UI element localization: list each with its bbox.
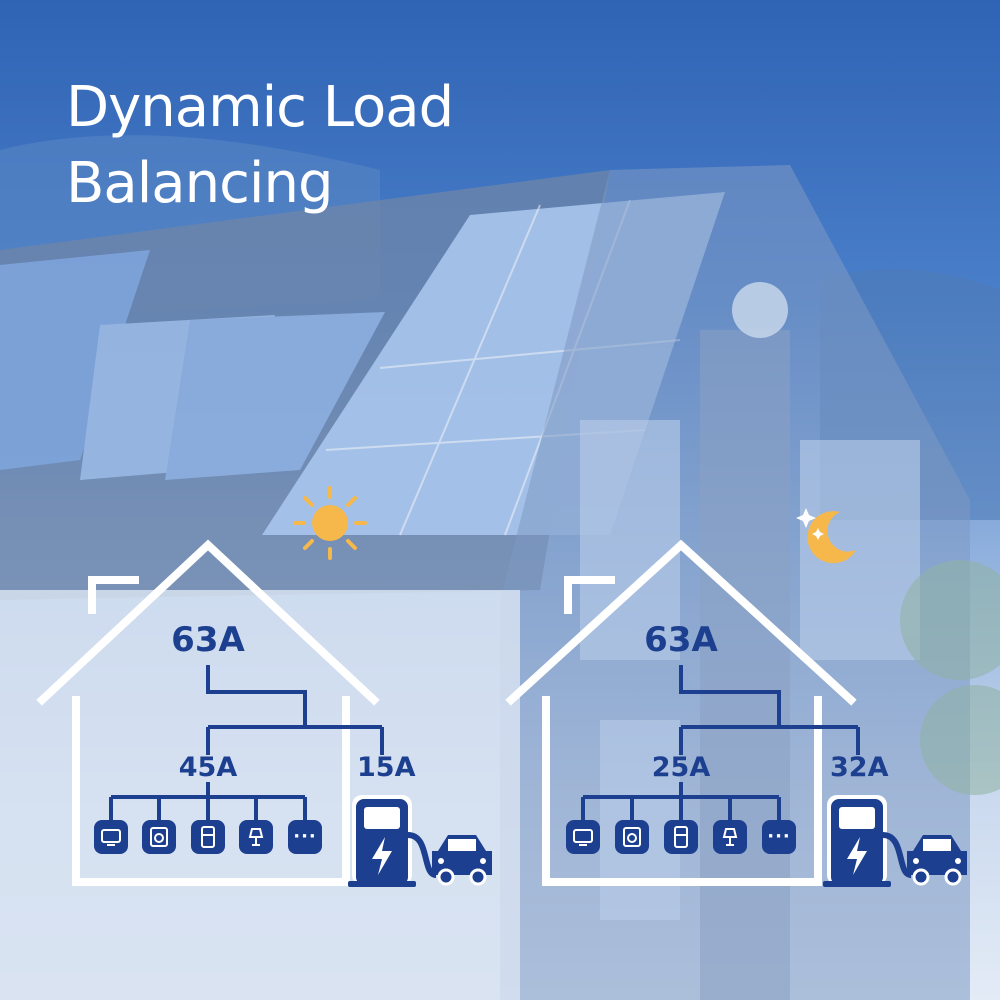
lamp-icon (713, 820, 747, 854)
day-ev-charger-load: 15A (357, 752, 416, 783)
satellite-dish (732, 282, 788, 338)
more-icon: ··· (762, 820, 796, 854)
wiring-night (581, 665, 860, 820)
tv-icon (94, 820, 128, 854)
washing-machine-icon (142, 820, 176, 854)
washing-machine-icon (615, 820, 649, 854)
wiring-day (109, 665, 384, 820)
night-ev-charger-load: 32A (830, 752, 889, 783)
night-main-supply: 63A (644, 620, 718, 660)
ev-charger-night (823, 795, 912, 887)
more-icon: ··· (288, 820, 322, 854)
solar-panels-left (0, 250, 385, 480)
night-household-load: 25A (651, 752, 711, 783)
car-icon-night (907, 835, 967, 886)
fridge-icon (664, 820, 698, 854)
day-main-supply: 63A (171, 620, 245, 660)
day-household-load: 45A (178, 752, 238, 783)
car-icon-day (432, 835, 492, 886)
title-line-2: Balancing (66, 151, 334, 216)
sun-icon (293, 486, 367, 560)
title-line-1: Dynamic Load (66, 75, 454, 140)
panel-night-outline (505, 539, 857, 886)
trees (900, 560, 1000, 795)
panel-day-outline (36, 539, 380, 886)
ev-charger-day (348, 795, 437, 887)
tv-icon (566, 820, 600, 854)
page-title: Dynamic Load Balancing (66, 70, 454, 222)
lamp-icon (239, 820, 273, 854)
chimney-wall (700, 330, 790, 1000)
fridge-icon (191, 820, 225, 854)
moon-icon (796, 508, 856, 564)
